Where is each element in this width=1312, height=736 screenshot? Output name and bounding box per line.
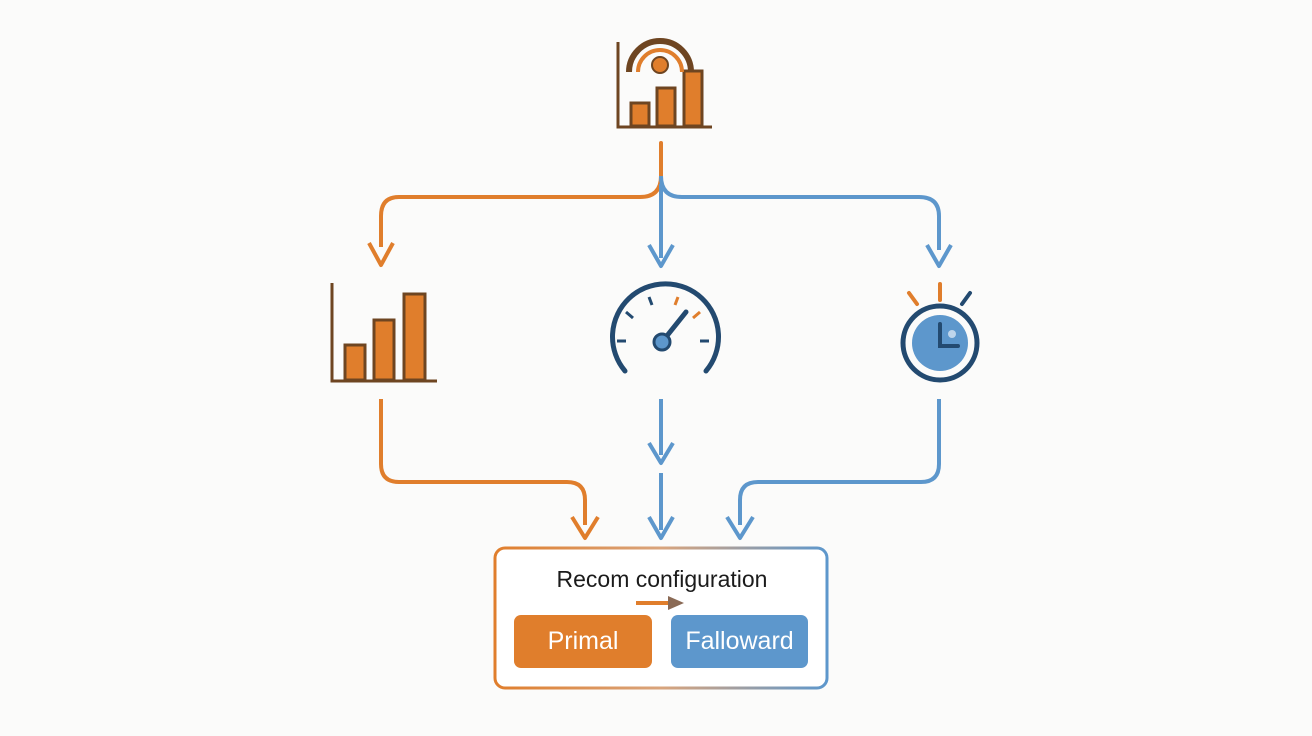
arrowhead-middle-box [647, 516, 675, 540]
stopwatch-icon [900, 282, 980, 383]
arrowhead-middle-upper [647, 441, 675, 465]
small-arrow-icon [636, 596, 684, 610]
branch-left [379, 175, 663, 247]
speedometer-icon [610, 281, 721, 374]
branch-right [659, 175, 941, 250]
fallback-button[interactable]: Falloward [671, 615, 808, 668]
bar-chart-icon [330, 283, 437, 383]
arrowhead-right [925, 244, 953, 268]
arrowhead-left [367, 242, 395, 267]
primal-button[interactable]: Primal [514, 615, 652, 668]
path-right-to-box [738, 399, 941, 525]
arrowhead-left-box [570, 515, 600, 540]
arrowhead-right-box [725, 515, 755, 540]
result-title: Recom configuration [556, 566, 768, 592]
arrowhead-middle-top [647, 244, 675, 268]
bar-chart-gauge-icon [616, 38, 712, 129]
path-left-to-box [379, 399, 587, 525]
